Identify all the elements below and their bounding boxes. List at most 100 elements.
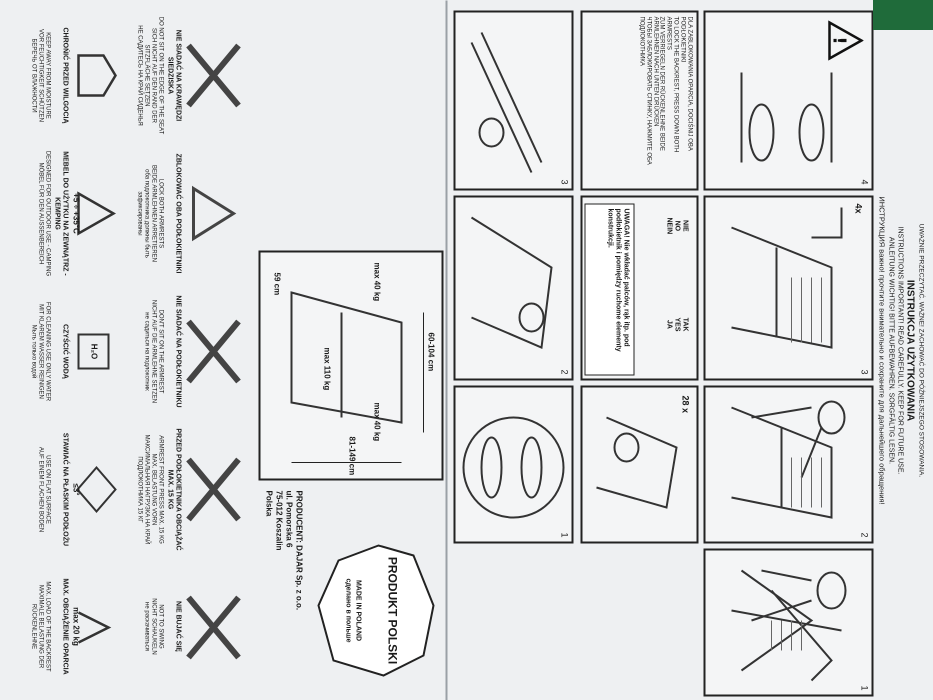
care-title: CZYŚCIĆ WODĄ [61,323,68,379]
dimensions-panel: 60-104 cm 81-149 cm 59 cm max 110 kg max… [258,250,443,480]
warning-box: UWAGA! Nie wkładać palców, rąk itp. pod … [584,203,634,375]
care-item: ≤3° STAWIAĆ NA PŁASKIM PODŁOŻU USE ON FL… [3,424,118,554]
care-item: max 20 kg MAX. OBCIĄŻENIE OPARCIA MAX. L… [3,562,118,690]
dim-arm-load-right: max 40 kg [372,402,381,441]
tilt-label: ≤3° [71,482,80,496]
step-panel-b3: 3 [453,10,573,190]
yes-label: TAK YES JA [664,317,688,332]
rule-text: DO NOT SIT ON THE EDGE OF THE SEAT SICH … [136,16,163,134]
warning-text: UWAGA! Nie wkładać palców, rąk itp. pod … [605,208,629,352]
dim-seat-load: max 110 kg [322,347,331,390]
rule-title: ZBLOKOWAĆ OBA PODŁOKIETNIKI [174,153,181,273]
rule-text: DON'T SIT ON THE ARMREST NICHT AUF DIE A… [143,299,163,403]
step-number: 1 [859,684,869,690]
step-number: 3 [559,178,569,184]
care-text: MAX. LOAD OF THE BACKREST MAXIMALE BELAS… [30,580,50,672]
counter-28x: 28 x [680,395,690,413]
step-number: 2 [559,368,569,374]
step-number: 1 [559,531,569,537]
warning-triangle-icon: ! [827,20,863,60]
fold-line [445,0,447,700]
temp-label: +5 ÷ +35°C [71,192,80,234]
title-main: INSTRUKCJA UŻYTKOWANIA [904,279,915,421]
rules-strip: NIE SIADAĆ NA KRAWĘDZI SIEDZISKA DO NOT … [123,10,243,690]
camping-icon [76,190,116,236]
no-label: NIE NO NEIN [664,217,688,234]
armrest-detail-illustration [462,416,564,518]
producer-block: PRODUCENT: DAJAR Sp. z o.o. ul. Pomorska… [253,490,303,690]
hinge-detail-illustration [740,72,832,162]
dim-arm-load-left: max 40 kg [372,262,381,301]
chair-sit-illustration [595,416,678,509]
care-text: USE ON FLAT SURFACE AUF EINEM FLACHEN BO… [37,446,50,532]
title-line-2: INSTRUCTIONS IMPORTANT! READ CAREFULLY. … [896,226,903,474]
backrest-max-label: max 20 kg [71,606,80,646]
care-item: H₂O CZYŚCIĆ WODĄ FOR CLEANING USE ONLY W… [3,286,118,416]
dim-height: 81-149 cm [347,436,356,475]
care-item: +5 ÷ +35°C MEBEL DO UŻYTKU NA ZEWNĄTRZ -… [3,148,118,278]
title-line-3: ANLEITUNG WICHTIG! BITTE AUFBEWAHREN. SO… [887,236,894,464]
step-number: 2 [859,531,869,537]
water-icon-text: H₂O [89,343,98,359]
step-number: 4 [859,178,869,184]
green-edge [873,0,933,30]
step-panel-b1: 1 [453,385,573,543]
flat-surface-icon [75,465,117,513]
chair-dimensions-illustration [290,290,424,463]
no-swing-icon [185,595,241,659]
step-number: 3 [859,368,869,374]
care-title: STAWIAĆ NA PŁASKIM PODŁOŻU [61,432,68,546]
moisture-icon [76,53,117,97]
step-panel-4: 4 ! [703,10,873,190]
step-panel-3: 3 4x [703,195,873,380]
step-panel-b2: 2 [453,195,573,380]
no-armrest-sit-icon [185,319,241,383]
rule-item: NIE BUJAĆ SIĘ NOT TO SWING NICHT SCHAUKE… [123,562,243,690]
step-panel-1: 1 [703,548,873,696]
armrest-front-load-icon [185,457,241,521]
svg-text:!: ! [828,36,849,44]
care-text: KEEP AWAY FROM MOISTURE VOR FEUCHTIGKEIT… [30,28,50,122]
rule-text: ARMREST FRONT PRESS MAX. 15 KG MAX. BELA… [136,434,163,544]
lock-armrests-icon [191,185,236,241]
rule-title: NIE SIADAĆ NA KRAWĘDZI SIEDZISKA [165,29,181,121]
title-line-1: UWAŻNIE PRZECZYTAĆ. WAŻNE! ZACHOWAĆ DO P… [917,223,924,477]
poland-map-icon [316,543,435,677]
backrest-load-icon [77,610,111,644]
chair-fold-illustration [730,569,846,681]
yes-no-panel: TAK YES JA NIE NO NEIN UWAGA! Nie wkłada… [580,195,698,380]
step-panel-2: 2 [703,385,873,543]
step-panel-mid-1: 28 x [580,385,698,543]
rule-title: NIE SIADAĆ NA PODŁOKIETNIKU [174,294,181,408]
producer-name: PRODUCENT: DAJAR Sp. z o.o. [294,490,303,610]
water-icon [77,333,109,369]
rule-text: LOCK BOTH ARMRESTS BEIDE ARMLEHNEN ARRET… [136,164,163,262]
poland-badge: PRODUKT POLSKI MADE IN POLAND сделано в … [308,535,443,685]
care-text: FOR CLEANING USE ONLY WATER MIT KLAREM W… [30,301,50,401]
title-line-4: ИНСТРУКЦИЯ важно! прочтите внимательно и… [877,195,886,505]
lock-text: DLA ZABLOKOWANIA OPARCIA, DOCIŚNIJ OBA P… [637,16,692,165]
chair-open-illustration [730,400,845,519]
care-text: DESIGNED FOR OUTDOOR USE - CAMPING MÖBEL… [37,150,50,276]
chair-fold-flat-illustration [470,31,542,173]
care-strip: CHROŃIĆ PRZED WILGOCIĄ KEEP AWAY FROM MO… [3,10,118,690]
chair-recline-illustration [470,216,553,349]
producer-country: Polska [264,490,273,516]
producer-street: ul. Pomorska 6 [284,490,293,547]
care-title: CHROŃIĆ PRZED WILGOCIĄ [61,26,68,124]
counter-4x: 4x [853,203,863,214]
rule-item: NIE SIADAĆ NA KRAWĘDZI SIEDZISKA DO NOT … [123,10,243,140]
badge-line-2: сделано в польше [344,577,351,643]
rule-item: PRZED PODŁOKIETNIKA OBCIĄŻAĆ MAX. 15 KG … [123,424,243,554]
rule-title: PRZED PODŁOKIETNIKA OBCIĄŻAĆ MAX. 15 KG [165,427,181,551]
badge-line-1: MADE IN POLAND [354,579,361,641]
chair-lock-illustration [730,207,842,349]
care-title: MEBEL DO UŻYTKU NA ZEWNĄTRZ - KEMPING [52,150,68,276]
dim-width: 60-104 cm [426,332,435,371]
dim-depth: 59 cm [272,272,281,295]
producer-city: 75-012 Koszalin [274,490,283,551]
care-title: MAX. OBCIĄŻENIE OPARCIA [61,577,68,675]
rule-text: NOT TO SWING NICHT SCHAUKELN не раскачив… [143,597,163,655]
